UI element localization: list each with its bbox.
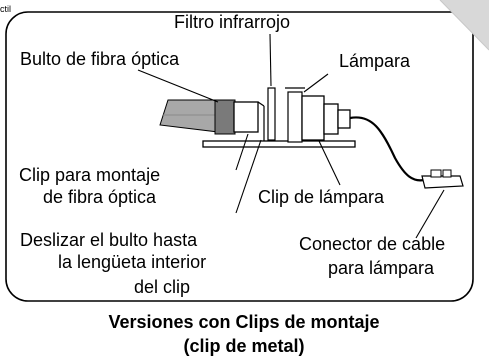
lamp-clip-leader [318, 140, 341, 186]
lamp-cable-connector [421, 175, 464, 189]
connector-leader [415, 189, 445, 239]
label-fiber-bundle: Bulto de fibra óptica [20, 49, 180, 69]
diagram-frame [5, 11, 474, 302]
lamp-body [301, 95, 325, 141]
fiber-clip-tab [257, 101, 265, 107]
connector-latch [430, 169, 442, 178]
lamp-socket [337, 109, 351, 129]
infrared-filter-leader [269, 33, 272, 87]
infrared-filter [267, 87, 276, 141]
base-plate [202, 140, 356, 148]
label-slide-line3: del clip [134, 277, 190, 297]
lamp-leader [303, 73, 329, 93]
fiber-bundle-leader [137, 69, 219, 103]
connector-pin [442, 169, 452, 178]
label-slide-line1: Deslizar el bulto hasta [20, 230, 198, 250]
fiber-ferrule [214, 99, 236, 135]
label-fiber-clip-line2: de fibra óptica [43, 187, 157, 207]
caption-line2: (clip de metal) [183, 336, 304, 356]
label-connector-line2: para lámpara [328, 258, 435, 278]
label-lamp: Lámpara [339, 51, 411, 71]
caption-line1: Versiones con Clips de montaje [108, 312, 379, 332]
lamp-cable [349, 116, 425, 182]
page-fold-edge [439, 0, 489, 51]
lamp-clip [287, 91, 303, 143]
label-fiber-clip-line1: Clip para montaje [19, 165, 160, 185]
label-connector-line1: Conector de cable [299, 234, 445, 254]
label-infrared-filter: Filtro infrarrojo [174, 12, 290, 32]
fiber-mounting-clip [233, 101, 259, 133]
corner-text-fragment: ctil [0, 4, 11, 14]
label-slide-line2: la lengüeta interior [58, 252, 206, 272]
lamp-base [323, 103, 339, 135]
slide-leader [235, 139, 262, 214]
fiber-clip-leader [235, 133, 249, 171]
label-lamp-clip: Clip de lámpara [258, 187, 385, 207]
